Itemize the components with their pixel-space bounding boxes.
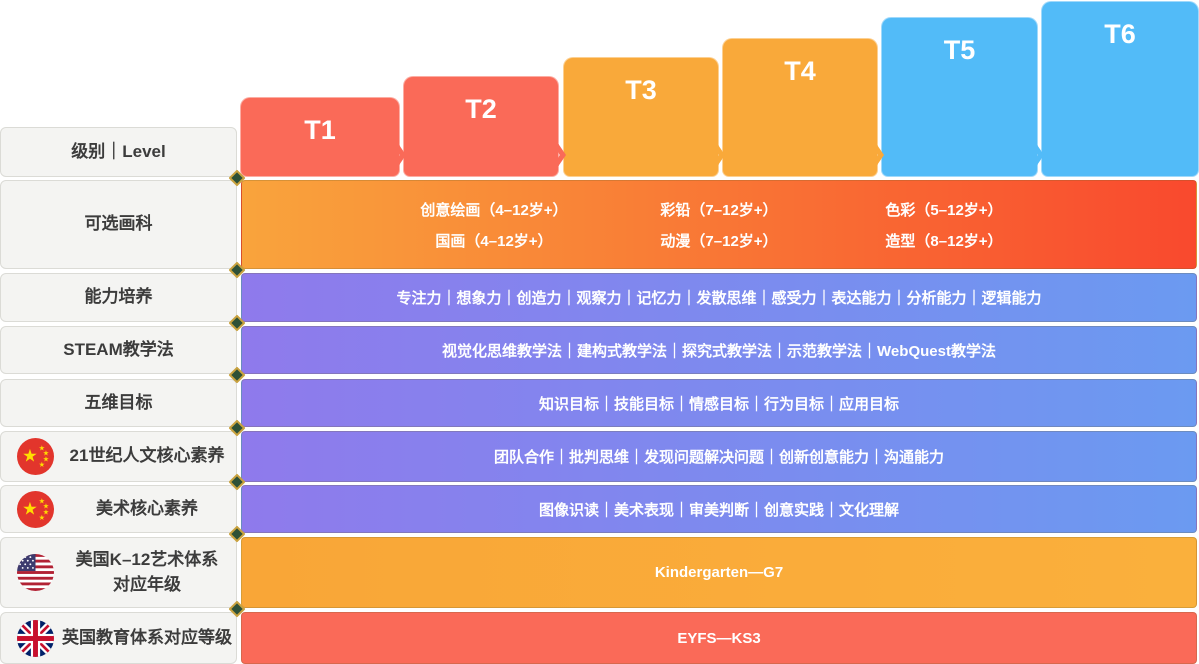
svg-text:★: ★ [43,507,49,516]
china-flag-icon: ★ ★ ★ ★ ★ [17,438,54,475]
svg-text:★: ★ [39,496,45,505]
row-label-abilities: 能力培养 [0,273,237,322]
row-level: 级别｜Level [0,127,1199,177]
level-label: T5 [943,35,976,65]
level-label: T4 [784,56,816,86]
art-core-band: 图像识读｜美术表现｜审美判断｜创意实践｜文化理解 [241,485,1197,533]
svg-text:★: ★ [22,498,38,518]
row-label-subjects: 可选画科 [0,180,237,269]
subjects-band: 创意绘画（4–12岁+） 彩铅（7–12岁+） 色彩（5–12岁+） 国画（4–… [241,180,1197,269]
row-c21-core: ★ ★ ★ ★ ★ 21世纪人文核心素养 团队合作｜批判思维｜发现问题解决问题｜… [0,431,1199,482]
china-flag-icon: ★ ★ ★ ★ ★ [17,490,54,528]
row-label-level: 级别｜Level [0,127,237,177]
row-five-goals: 五维目标 知识目标｜技能目标｜情感目标｜行为目标｜应用目标 [0,379,1199,427]
row-label-uk-system: 英国教育体系对应等级 [0,612,237,664]
subject-item: 造型（8–12岁+） [885,232,1003,250]
level-block-t3: T3 [563,57,719,177]
row-us-system: 美国K–12艺术体系 对应年级 Kindergarten—G7 [0,537,1199,608]
subject-item: 国画（4–12岁+） [435,232,553,250]
level-block-t5: T5 [881,17,1038,177]
row-label-text: 21世纪人文核心素养 [69,446,225,466]
c21-core-text: 团队合作｜批判思维｜发现问题解决问题｜创新创意能力｜沟通能力 [493,449,944,466]
row-subjects: 可选画科 创意绘画（4–12岁+） 彩铅（7–12岁+） 色彩（5–12岁+） … [0,180,1199,269]
subject-item: 色彩（5–12岁+） [885,201,1003,219]
usa-flag-icon [17,554,54,591]
us-system-band: Kindergarten—G7 [241,537,1197,608]
level-block-t1: T1 [240,97,400,177]
five-goals-band: 知识目标｜技能目标｜情感目标｜行为目标｜应用目标 [241,379,1197,427]
row-steam: STEAM教学法 视觉化思维教学法｜建构式教学法｜探究式教学法｜示范教学法｜We… [0,326,1199,374]
svg-text:★: ★ [39,512,45,521]
row-label-text: 可选画科 [84,214,153,234]
subject-item: 动漫（7–12岁+） [660,232,778,250]
uk-flag-icon [17,619,54,657]
subject-item: 创意绘画（4–12岁+） [420,201,568,219]
steam-text: 视觉化思维教学法｜建构式教学法｜探究式教学法｜示范教学法｜WebQuest教学法 [442,342,996,360]
svg-text:★: ★ [39,443,45,452]
row-label-line1: 美国K–12艺术体系 [75,549,219,569]
row-art-core: ★ ★ ★ ★ ★ 美术核心素养 图像识读｜美术表现｜审美判断｜创意实践｜文化理… [0,485,1199,533]
subjects-grid: 创意绘画（4–12岁+） 彩铅（7–12岁+） 色彩（5–12岁+） 国画（4–… [242,199,1196,251]
row-label-line2: 对应年级 [113,574,181,594]
level-label: T1 [304,115,336,145]
row-label-text: 五维目标 [84,392,153,412]
svg-text:★: ★ [43,455,49,464]
level-block-t6: T6 [1041,1,1199,177]
row-label-text: 级别｜Level [71,141,166,161]
svg-text:★: ★ [43,448,49,457]
five-goals-text: 知识目标｜技能目标｜情感目标｜行为目标｜应用目标 [538,395,899,413]
row-abilities: 能力培养 专注力｜想象力｜创造力｜观察力｜记忆力｜发散思维｜感受力｜表达能力｜分… [0,273,1199,322]
subject-item: 彩铅（7–12岁+） [660,201,778,219]
svg-text:★: ★ [22,446,38,466]
row-label-text: 美术核心素养 [96,498,198,518]
uk-system-text: EYFS—KS3 [677,629,761,647]
level-block-t2: T2 [403,76,559,177]
row-label-five-goals: 五维目标 [0,379,237,427]
row-label-text: 美国K–12艺术体系 对应年级 [58,548,236,597]
svg-text:★: ★ [43,501,49,510]
row-label-text: 能力培养 [84,287,153,307]
row-label-text: 英国教育体系对应等级 [62,627,232,647]
svg-text:★: ★ [39,460,45,469]
art-core-text: 图像识读｜美术表现｜审美判断｜创意实践｜文化理解 [538,501,899,519]
steam-band: 视觉化思维教学法｜建构式教学法｜探究式教学法｜示范教学法｜WebQuest教学法 [241,326,1197,374]
level-label: T3 [625,75,657,105]
row-label-steam: STEAM教学法 [0,326,237,374]
row-label-art-core: ★ ★ ★ ★ ★ 美术核心素养 [0,485,237,533]
abilities-text: 专注力｜想象力｜创造力｜观察力｜记忆力｜发散思维｜感受力｜表达能力｜分析能力｜逻… [396,290,1042,307]
row-label-us-system: 美国K–12艺术体系 对应年级 [0,537,237,608]
level-label: T6 [1104,19,1136,49]
c21-core-band: 团队合作｜批判思维｜发现问题解决问题｜创新创意能力｜沟通能力 [241,431,1197,482]
row-label-c21-core: ★ ★ ★ ★ ★ 21世纪人文核心素养 [0,431,237,482]
abilities-band: 专注力｜想象力｜创造力｜观察力｜记忆力｜发散思维｜感受力｜表达能力｜分析能力｜逻… [241,273,1197,322]
row-uk-system: 英国教育体系对应等级 EYFS—KS3 [0,612,1199,664]
level-label: T2 [465,94,497,124]
level-block-t4: T4 [722,38,878,177]
uk-system-band: EYFS—KS3 [241,612,1197,664]
us-system-text: Kindergarten—G7 [654,564,784,581]
row-label-text: STEAM教学法 [63,339,174,359]
